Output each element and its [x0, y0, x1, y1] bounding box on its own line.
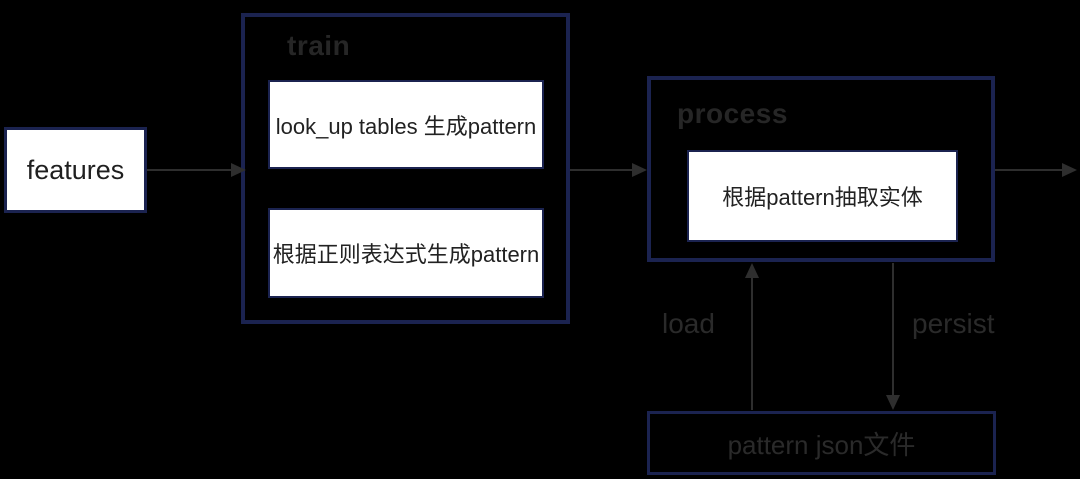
- extract-entity-label: 根据pattern抽取实体: [722, 185, 923, 210]
- load-arrow: [745, 263, 759, 410]
- persist-edge-label: persist: [912, 308, 995, 339]
- train-group-label: train: [287, 30, 351, 61]
- process-output-arrow: [995, 163, 1077, 177]
- regex-pattern-node: 根据正则表达式生成pattern: [268, 208, 544, 298]
- persist-arrow: [886, 263, 900, 410]
- train-to-process-arrow: [570, 163, 647, 177]
- load-edge-label: load: [662, 308, 715, 339]
- features-node-label: features: [26, 154, 125, 185]
- lookup-tables-pattern-node: look_up tables 生成pattern: [268, 80, 544, 169]
- pattern-json-file-label: pattern json文件: [727, 429, 916, 460]
- process-group-label: process: [677, 98, 788, 129]
- extract-entity-node: 根据pattern抽取实体: [687, 150, 958, 242]
- features-node: features: [4, 127, 147, 213]
- lookup-tables-pattern-label: look_up tables 生成pattern: [275, 113, 537, 139]
- regex-pattern-label: 根据正则表达式生成pattern: [272, 242, 540, 267]
- pattern-json-file-node: pattern json文件: [647, 411, 996, 475]
- features-to-train-arrow: [147, 163, 246, 177]
